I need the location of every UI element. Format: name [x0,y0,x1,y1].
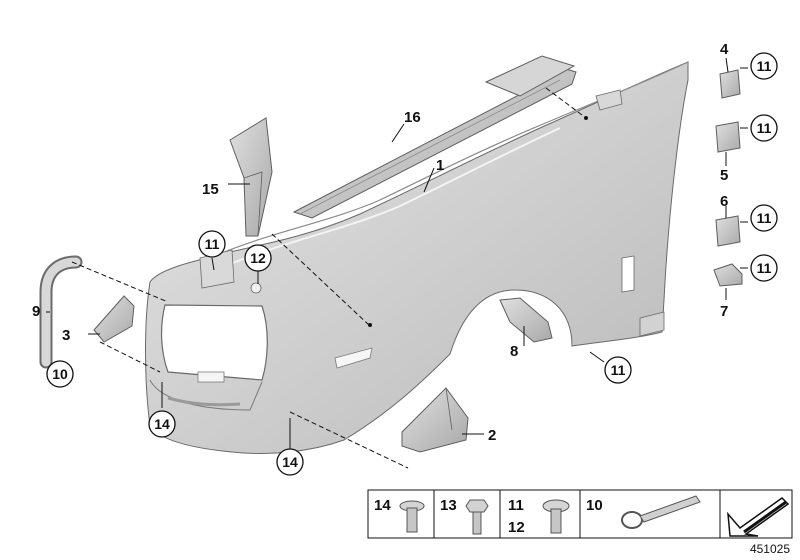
circled-label-12: 12 [250,250,266,266]
legend-cell-clamp-10: 10 [586,495,701,529]
circled-label-14: 14 [282,454,298,470]
torx-screw-icon [399,500,425,533]
circled-label-11: 11 [757,210,772,226]
front-fender [145,61,689,454]
leader-lines [46,57,748,450]
bracket-2 [401,387,469,453]
clip-7 [713,263,743,287]
circled-label-11: 11 [611,362,626,378]
hex-bolt-icon [465,499,489,535]
clip-5 [715,121,741,153]
fastener-legend: 14 13 11 12 10 [367,489,793,539]
legend-label-14: 14 [374,497,391,514]
clip-6 [715,215,741,247]
circled-label-11: 11 [757,260,772,276]
bracket-3 [93,295,135,343]
label-part-4: 4 [720,41,729,58]
legend-label-12: 12 [508,519,525,536]
circled-label-11: 11 [205,236,220,252]
pan-head-screw-icon [542,499,570,534]
label-part-6: 6 [720,193,728,210]
label-part-16: 16 [404,109,421,126]
label-part-5: 5 [720,167,728,184]
legend-cell-screw-14: 14 [374,497,425,533]
direction-arrow-icon [727,497,790,537]
legend-label-13: 13 [440,497,457,514]
circled-label-11: 11 [757,120,772,136]
label-part-1: 1 [436,157,444,174]
bracket-8 [499,297,553,343]
label-part-8: 8 [510,343,518,360]
diagram-reference-number: 451025 [750,542,790,556]
label-part-15: 15 [202,181,219,198]
legend-label-11: 11 [508,497,524,514]
clip-4 [719,69,741,99]
hose-9 [39,255,83,369]
circle-markers [46,52,778,476]
circled-label-11: 11 [757,58,772,74]
hose-clamp-icon [621,495,701,529]
label-part-7: 7 [720,303,728,320]
circled-label-10: 10 [52,366,68,382]
legend-cell-bolt-13: 13 [440,497,489,535]
label-part-3: 3 [62,327,70,344]
label-part-9: 9 [32,303,40,320]
dashed-guide-lines [71,87,587,469]
circled-label-14: 14 [154,416,170,432]
bracket-15 [229,117,273,237]
sealing-strip-16 [292,55,577,219]
label-part-2: 2 [488,427,496,444]
legend-label-10: 10 [586,497,603,514]
legend-cell-screw-11-12: 11 12 [508,497,570,536]
